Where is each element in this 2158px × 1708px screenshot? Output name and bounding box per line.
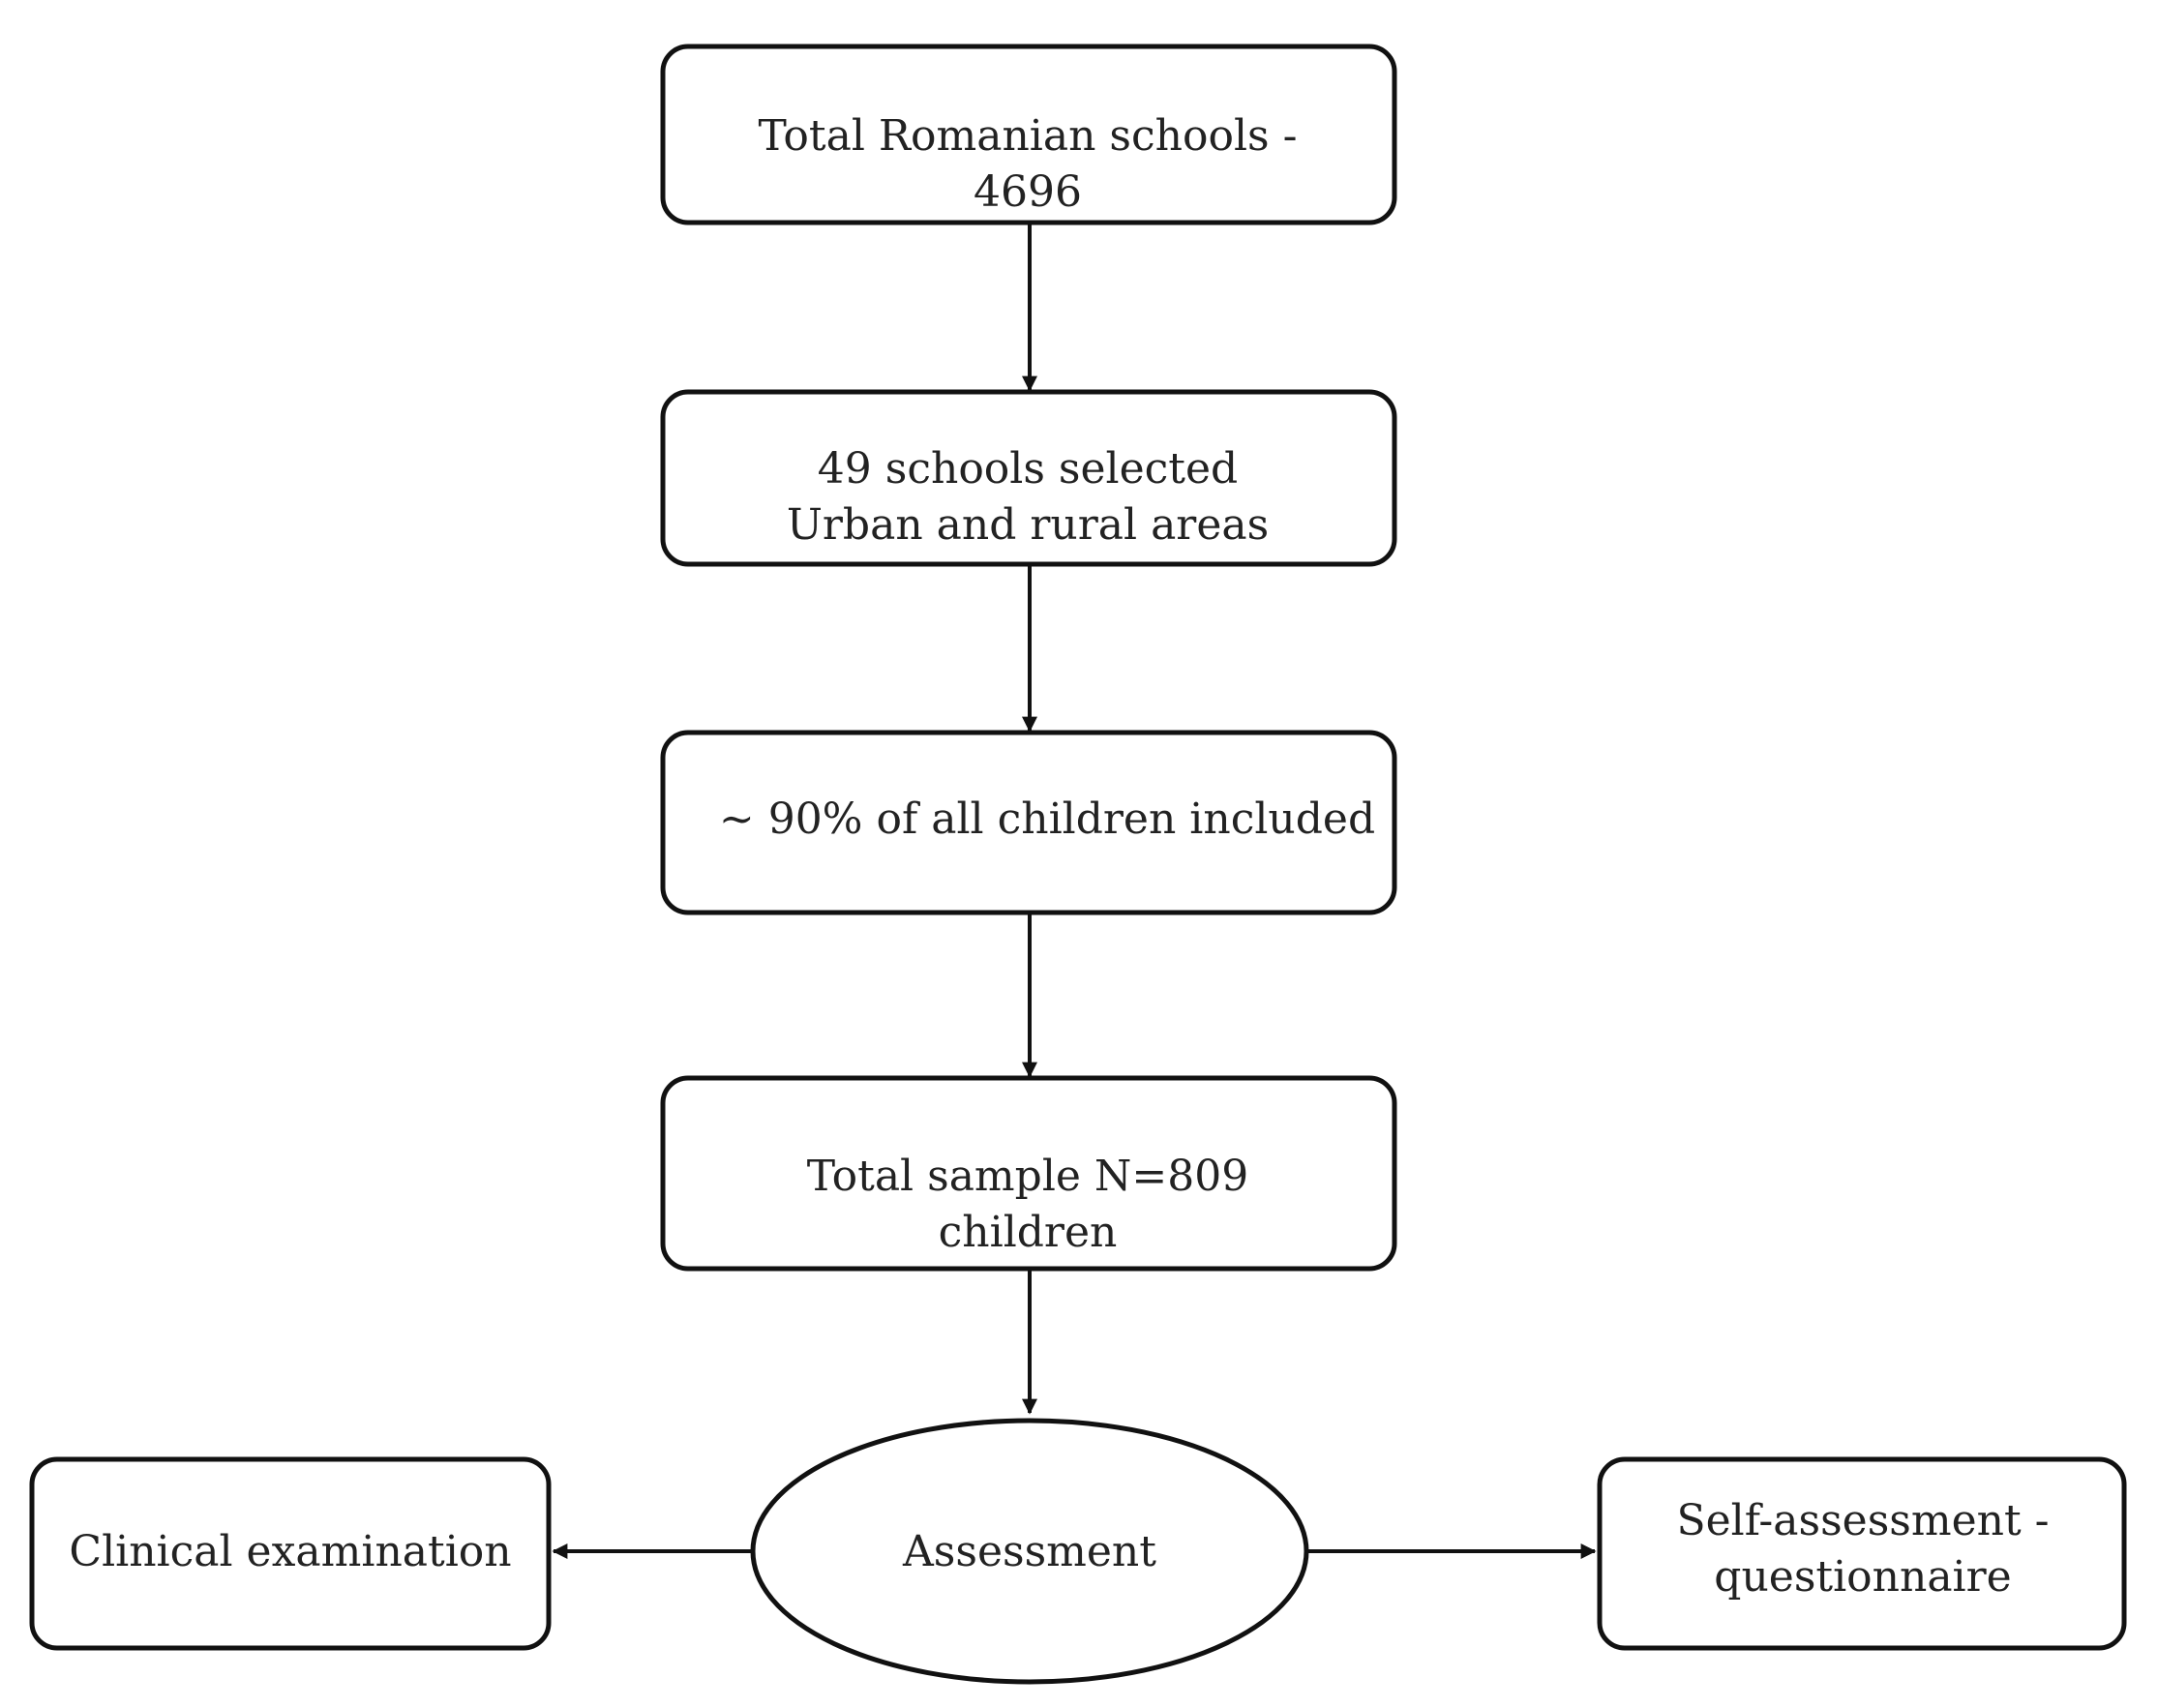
- node-schools-selected-line-2: Urban and rural areas: [787, 500, 1269, 550]
- node-children-included: ~ 90% of all children included: [660, 730, 1397, 915]
- node-children-included-line-1: ~ 90% of all children included: [719, 794, 1375, 844]
- node-self-assessment-line-2: questionnaire: [1714, 1552, 2011, 1602]
- node-total-sample-line-2: children: [939, 1208, 1118, 1257]
- node-total-schools-line-1: Total Romanian schools -: [759, 111, 1298, 161]
- node-schools-selected-line-1: 49 schools selected: [818, 444, 1238, 494]
- node-clinical-examination-line-1: Clinical examination: [69, 1527, 511, 1576]
- node-assessment: Assessment: [750, 1418, 1309, 1685]
- node-total-schools-line-2: 4696: [974, 167, 1082, 217]
- node-total-sample-line-1: Total sample N=809: [807, 1152, 1249, 1201]
- node-clinical-examination: Clinical examination: [29, 1456, 552, 1651]
- node-schools-selected: 49 schools selected Urban and rural area…: [660, 389, 1397, 567]
- node-total-schools: Total Romanian schools - 4696: [660, 44, 1397, 225]
- node-total-sample: Total sample N=809 children: [660, 1075, 1397, 1272]
- node-assessment-line-1: Assessment: [902, 1527, 1156, 1576]
- node-self-assessment: Self-assessment - questionnaire: [1597, 1456, 2127, 1651]
- node-self-assessment-line-1: Self-assessment -: [1676, 1496, 2049, 1545]
